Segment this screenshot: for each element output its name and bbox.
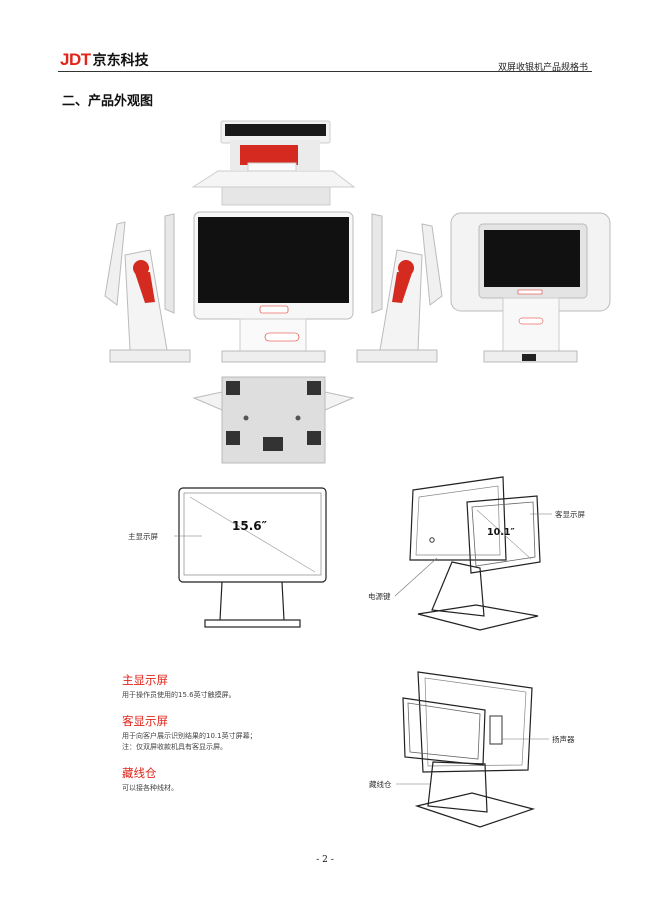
main-monitor-outline [178,487,327,583]
top-view [191,120,356,206]
caption-text-main: 用于操作员使用的15.6英寸触摸屏。 [122,691,236,699]
bottom-view [192,376,355,464]
company-logo: JDT 京东科技 [60,50,149,70]
left-side-view [104,213,191,363]
back-view [450,212,611,363]
right-side-view [356,213,443,363]
document-title: 双屏收银机产品规格书 [497,63,588,73]
caption-block: 主显示屏 用于操作员使用的15.6英寸触摸屏。 客显示屏 用于向客户展示识别结果… [122,672,352,794]
main-screen-size-label: 15.6″ [232,519,267,533]
header-divider [58,71,592,72]
power-button-label: 电源键 [368,592,391,601]
caption-text-customer-2: 注：仅双屏收款机具有客显示屏。 [122,743,227,751]
caption-title-customer: 客显示屏 [122,714,168,728]
customer-display-label: 客显示屏 [555,510,585,519]
front-view [193,211,354,363]
customer-screen-size-label: 10.1″ [487,527,515,538]
main-display-label: 主显示屏 [128,532,158,541]
caption-title-cable: 藏线仓 [122,766,157,780]
caption-title-main: 主显示屏 [122,673,168,687]
logo-mark: JDT [60,50,91,69]
logo-text: 京东科技 [92,53,149,69]
caption-text-customer-1: 用于向客户展示识别结果的10.1英寸屏幕； [122,732,257,740]
speaker-label: 扬声器 [552,735,575,744]
section-title: 二、产品外观图 [62,94,154,109]
caption-text-cable: 可以接各种线材。 [122,784,178,792]
page-number: - 2 - [316,855,334,865]
cable-storage-label: 藏线仓 [369,780,392,789]
